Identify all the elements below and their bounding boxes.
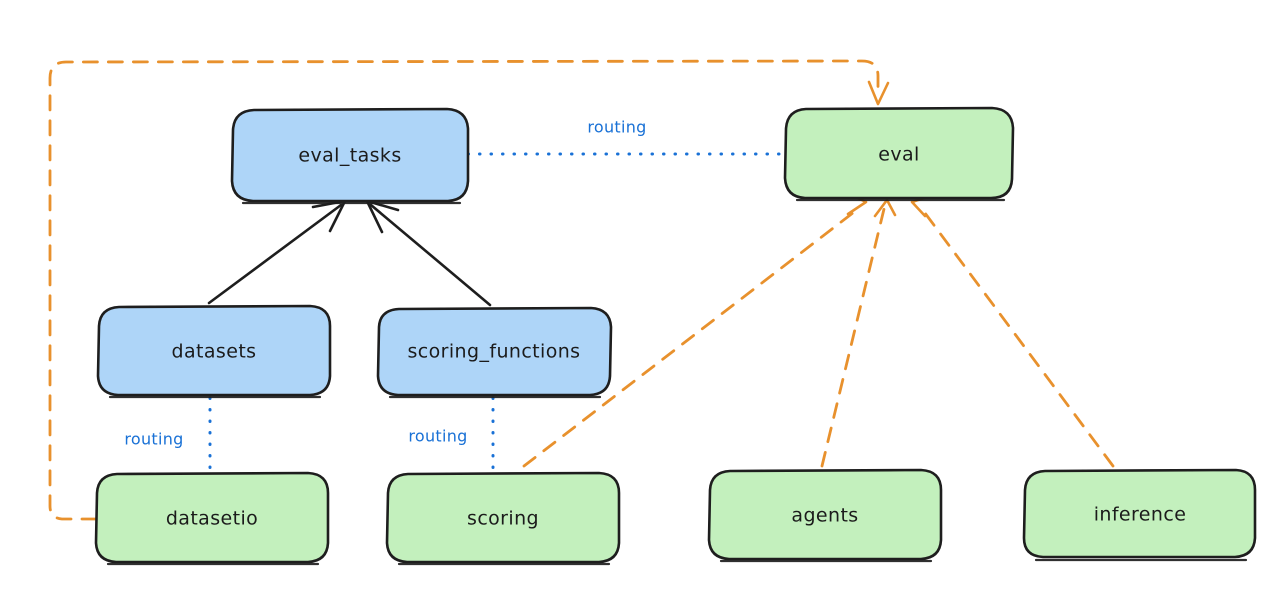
edge-label-routing-scoring: routing <box>408 427 467 446</box>
node-eval-shape <box>783 106 1015 200</box>
node-datasets-shape <box>96 304 332 397</box>
node-eval-label: eval <box>878 144 919 166</box>
edge-datasetio-to-eval <box>48 59 890 521</box>
node-datasetio[interactable]: datasetio <box>94 471 330 566</box>
edge-label-routing-eval: routing <box>587 118 646 137</box>
node-datasets[interactable]: datasets <box>96 304 332 399</box>
node-eval-tasks-shape <box>230 107 470 203</box>
node-inference-shape <box>1022 468 1257 559</box>
edge-inference-to-eval <box>910 194 1115 468</box>
node-eval-tasks-label: eval_tasks <box>298 145 401 167</box>
edge-datasets-to-eval-tasks <box>207 199 347 305</box>
node-scoring-functions-shape <box>376 306 613 397</box>
node-eval[interactable]: eval <box>783 106 1015 202</box>
node-agents-label: agents <box>791 505 858 527</box>
edge-labels-layer: routing routing routing <box>124 118 646 449</box>
edges-layer <box>48 59 1115 521</box>
node-datasets-label: datasets <box>172 341 257 363</box>
node-scoring-functions-label: scoring_functions <box>408 341 581 363</box>
node-datasetio-label: datasetio <box>166 508 258 530</box>
nodes-layer: eval_tasks eval datasets scoring_functio… <box>94 106 1257 566</box>
node-datasetio-shape <box>94 471 330 564</box>
node-scoring[interactable]: scoring <box>385 471 621 566</box>
edge-datasets-to-eval-tasks-line <box>207 203 343 305</box>
edge-agents-to-eval-line <box>820 207 886 468</box>
node-eval-tasks[interactable]: eval_tasks <box>230 107 470 205</box>
node-scoring-shape <box>385 471 621 564</box>
edge-agents-to-eval-arrowhead <box>873 198 897 218</box>
edge-label-routing-datasetio: routing <box>124 430 183 449</box>
node-agents[interactable]: agents <box>707 468 943 563</box>
node-inference[interactable]: inference <box>1022 468 1257 562</box>
edge-agents-to-eval <box>820 198 897 468</box>
node-scoring-label: scoring <box>467 508 539 530</box>
node-agents-shape <box>707 468 943 561</box>
node-inference-label: inference <box>1094 504 1187 526</box>
node-scoring-functions[interactable]: scoring_functions <box>376 306 613 399</box>
edge-scoring-functions-to-eval-tasks-line <box>369 203 492 307</box>
edge-datasetio-to-eval-arrowhead <box>867 80 890 106</box>
edge-scoring-to-eval-line <box>522 207 860 468</box>
edge-scoring-functions-to-eval-tasks <box>365 199 492 307</box>
edge-inference-to-eval-line <box>920 207 1115 468</box>
